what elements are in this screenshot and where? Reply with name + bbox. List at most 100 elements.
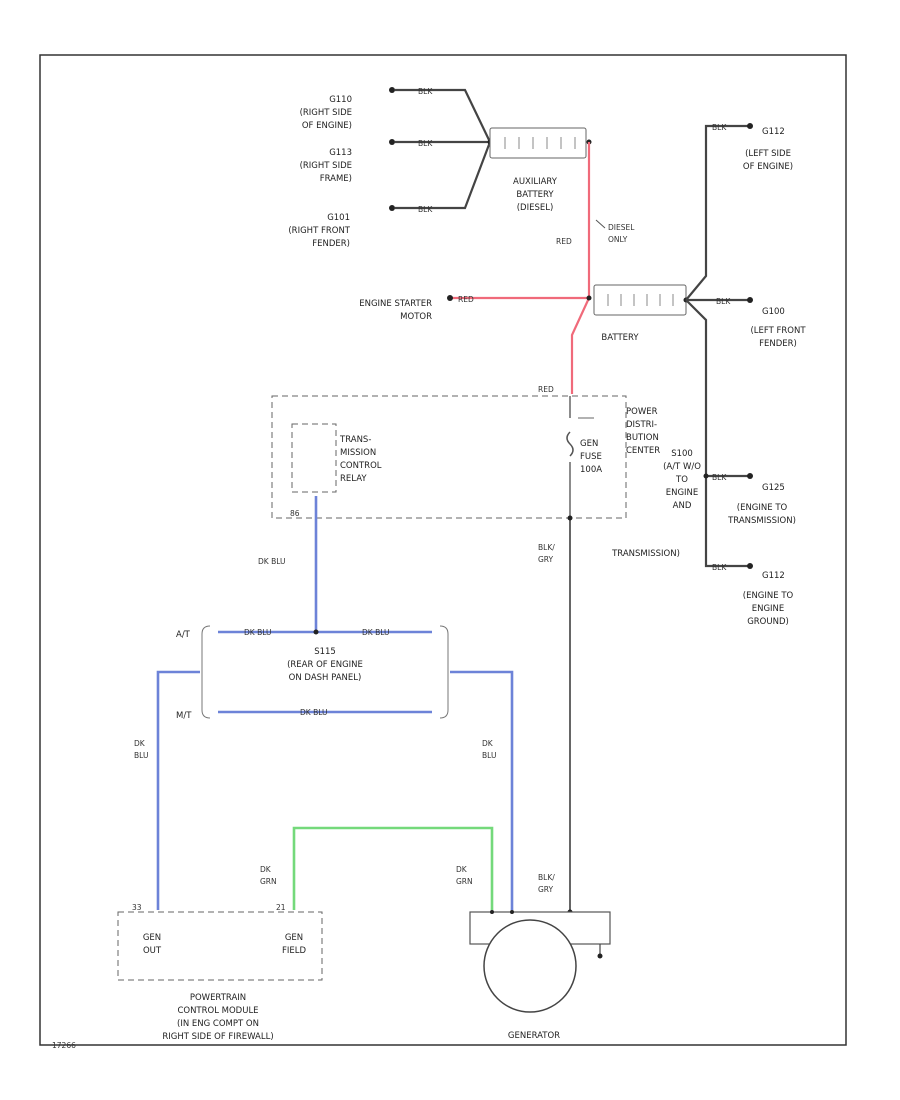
svg-text:(RIGHT SIDE: (RIGHT SIDE	[300, 161, 352, 171]
green-wire: DK GRN DK GRN	[260, 826, 494, 910]
svg-text:GROUND): GROUND)	[747, 617, 789, 627]
diagram-frame	[39, 54, 847, 1046]
ground-g112-top-label: G112 (LEFT SIDE OF ENGINE)	[743, 127, 793, 172]
svg-text:DK: DK	[260, 865, 272, 874]
starter-label: ENGINE STARTER MOTOR	[359, 299, 432, 322]
svg-text:S100: S100	[671, 449, 693, 459]
svg-text:GRY: GRY	[538, 885, 554, 894]
battery-symbol	[593, 284, 689, 316]
svg-text:(RIGHT SIDE: (RIGHT SIDE	[300, 108, 352, 118]
gen-fuse: GEN FUSE 100A	[566, 396, 602, 518]
svg-text:G101: G101	[327, 213, 350, 223]
svg-text:G125: G125	[762, 483, 785, 493]
svg-text:G113: G113	[329, 148, 352, 158]
svg-text:ENGINE STARTER: ENGINE STARTER	[359, 299, 432, 309]
svg-text:100A: 100A	[580, 465, 602, 475]
splice-s115-label: S115 (REAR OF ENGINE ON DASH PANEL)	[287, 647, 363, 683]
svg-text:G112: G112	[762, 127, 785, 137]
red-wires	[447, 142, 592, 394]
svg-text:TRANS-: TRANS-	[339, 435, 371, 445]
svg-text:BUTION: BUTION	[626, 433, 659, 443]
svg-text:S115: S115	[314, 647, 336, 657]
svg-text:(A/T W/O: (A/T W/O	[663, 462, 701, 472]
svg-text:DK: DK	[134, 739, 146, 748]
wire-label-g101: BLK	[418, 205, 433, 214]
svg-text:FENDER): FENDER)	[759, 339, 797, 349]
pcm-pin-field: 21	[276, 903, 286, 912]
svg-text:GEN: GEN	[580, 439, 598, 449]
svg-text:BLK/: BLK/	[538, 873, 555, 882]
ground-g113-label: G113 (RIGHT SIDE FRAME)	[300, 148, 352, 184]
svg-text:AND: AND	[673, 501, 692, 511]
pcm-gen-field-label: GEN FIELD	[282, 933, 307, 956]
svg-text:(DIESEL): (DIESEL)	[517, 203, 554, 213]
svg-text:G112: G112	[762, 571, 785, 581]
wire-label-g112a: BLK	[712, 123, 727, 132]
ground-g125-label: G125 (ENGINE TO TRANSMISSION)	[727, 483, 796, 526]
ground-g100-label: G100 (LEFT FRONT FENDER)	[750, 307, 806, 349]
s115-at-label: A/T	[176, 630, 191, 640]
pcm-box	[117, 911, 323, 981]
aux-ground-wires: BLK BLK BLK	[389, 87, 493, 214]
relay-box	[291, 423, 337, 493]
svg-text:CONTROL: CONTROL	[340, 461, 382, 471]
svg-text:OF ENGINE): OF ENGINE)	[743, 162, 793, 172]
svg-text:MISSION: MISSION	[340, 448, 376, 458]
relay-wire-label: DK BLU	[258, 557, 286, 566]
diesel-only-note: DIESEL ONLY	[595, 219, 635, 244]
svg-text:GEN: GEN	[143, 933, 161, 943]
svg-text:RELAY: RELAY	[340, 474, 367, 484]
gen-feed-wire: BLK/ GRY BLK/ GRY	[538, 515, 573, 915]
svg-text:ON DASH PANEL): ON DASH PANEL)	[289, 673, 362, 683]
svg-text:AUXILIARY: AUXILIARY	[513, 177, 558, 187]
svg-text:BATTERY: BATTERY	[516, 190, 554, 200]
wire-label-g100: BLK	[716, 297, 731, 306]
pcm-label: POWERTRAIN CONTROL MODULE (IN ENG COMPT …	[162, 993, 273, 1042]
svg-text:FUSE: FUSE	[580, 452, 602, 462]
svg-text:FIELD: FIELD	[282, 946, 307, 956]
svg-text:(REAR OF ENGINE: (REAR OF ENGINE	[287, 660, 363, 670]
pdc-label: POWER DISTRI- BUTION CENTER	[626, 407, 660, 456]
wire-label-g110: BLK	[418, 87, 433, 96]
svg-text:(ENGINE TO: (ENGINE TO	[743, 591, 794, 601]
wire-label-g125: BLK	[712, 473, 727, 482]
svg-text:FENDER): FENDER)	[312, 239, 350, 249]
right-ground-wires: BLK BLK BLK BLK	[685, 123, 753, 572]
right-blue-wire-label: DK BLU	[482, 739, 496, 760]
svg-text:BLK/: BLK/	[538, 543, 555, 552]
svg-text:GRN: GRN	[260, 877, 277, 886]
aux-battery-symbol	[489, 127, 592, 159]
svg-text:POWERTRAIN: POWERTRAIN	[190, 993, 246, 1003]
svg-text:TRANSMISSION): TRANSMISSION)	[727, 516, 796, 526]
svg-text:DIESEL: DIESEL	[608, 223, 635, 232]
left-blue-wire-label: DK BLU	[134, 739, 148, 760]
svg-text:RIGHT SIDE OF FIREWALL): RIGHT SIDE OF FIREWALL)	[162, 1032, 273, 1042]
svg-text:DK: DK	[456, 865, 468, 874]
svg-text:(LEFT FRONT: (LEFT FRONT	[750, 326, 806, 336]
blue-wires	[156, 496, 514, 910]
svg-text:GRN: GRN	[456, 877, 473, 886]
s115-mt-label: M/T	[176, 711, 192, 721]
pdc-input-wire-label: RED	[538, 385, 554, 394]
relay-pin-label: 86	[290, 509, 300, 518]
svg-text:CENTER: CENTER	[626, 446, 660, 456]
ground-g112-bottom-label: G112 (ENGINE TO ENGINE GROUND)	[743, 571, 794, 627]
wire-label-g113: BLK	[418, 139, 433, 148]
svg-text:DISTRI-: DISTRI-	[626, 420, 657, 430]
svg-text:G100: G100	[762, 307, 785, 317]
svg-text:(IN ENG COMPT ON: (IN ENG COMPT ON	[177, 1019, 259, 1029]
svg-text:(LEFT SIDE: (LEFT SIDE	[745, 149, 791, 159]
ground-g110-label: G110 (RIGHT SIDE OF ENGINE)	[300, 95, 352, 131]
s115-at-wire-right: DK BLU	[362, 628, 390, 637]
svg-text:ONLY: ONLY	[608, 235, 628, 244]
svg-text:BLU: BLU	[482, 751, 496, 760]
relay-label: TRANS- MISSION CONTROL RELAY	[339, 435, 382, 484]
splice-s100-label: S100 (A/T W/O TO ENGINE AND TRANSMISSION…	[611, 449, 701, 559]
svg-text:MOTOR: MOTOR	[400, 312, 432, 322]
svg-text:OUT: OUT	[143, 946, 162, 956]
svg-text:TO: TO	[675, 475, 688, 485]
generator-label: GENERATOR	[508, 1031, 560, 1041]
generator-symbol	[469, 910, 611, 1013]
svg-text:G110: G110	[329, 95, 352, 105]
